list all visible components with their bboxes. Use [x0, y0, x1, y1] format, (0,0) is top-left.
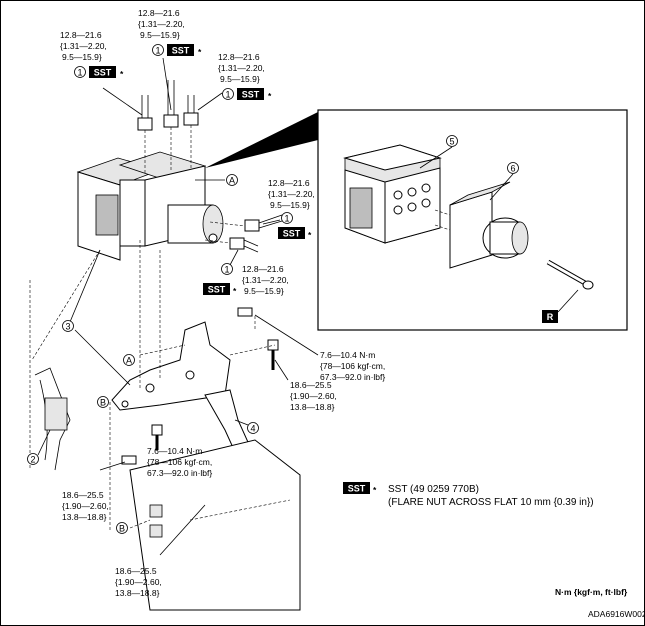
hydraulic-unit-left [343, 144, 442, 244]
torque-bolt-right: 18.6—25.5 {1.90—2.60, 13.8—18.8} [290, 380, 339, 412]
callout-5: 5 [449, 137, 454, 147]
letter-a-bottom: A [126, 356, 132, 366]
sst-tags: SST * SST * SST * SST * SST * [89, 44, 312, 296]
letter-a-top: A [229, 176, 235, 186]
callout-4: 4 [250, 424, 255, 434]
alignment-lines [29, 240, 276, 530]
callout-1-lower: 1 [224, 265, 229, 275]
legend-line-1: SST (49 0259 770B) [388, 484, 479, 495]
sst-tag-top-right: SST [242, 90, 260, 100]
callout-1-top-right: 1 [225, 90, 230, 100]
torque-top-right: 12.8—21.6 {1.31—2.20, 9.5—15.9} [218, 52, 267, 84]
letter-b-top: B [100, 398, 106, 408]
torque-specs: 12.8—21.6 {1.31—2.20, 9.5—15.9} 12.8—21.… [60, 8, 388, 598]
sst-asterisk-top-left: * [120, 69, 124, 79]
torque-top-left: 12.8—21.6 {1.31—2.20, 9.5—15.9} [60, 30, 109, 62]
sst-legend: SST * SST (49 0259 770B) (FLARE NUT ACRO… [343, 482, 594, 508]
torque-bracket-center: 7.6—10.4 N·m {78—106 kgf·cm, 67.3—92.0 i… [147, 446, 215, 478]
harness-connector [34, 367, 71, 471]
legend-sst-tag: SST [348, 484, 366, 494]
vehicle-body-panel [129, 439, 301, 611]
callouts-main: 1 1 1 1 1 3 4 2 A A B B [27, 44, 293, 534]
figure-code: ADA6916W002 [588, 609, 645, 619]
abs-hydraulic-unit [76, 151, 224, 261]
sst-asterisk-lower: * [233, 286, 237, 296]
label-r: R [547, 312, 554, 322]
torque-top-center: 12.8—21.6 {1.31—2.20, 9.5—15.9} [138, 8, 187, 40]
callout-1-top-center: 1 [155, 46, 160, 56]
torque-mid-right: 12.8—21.6 {1.31—2.20, 9.5—15.9} [268, 178, 317, 210]
sst-tag-top-center: SST [172, 46, 190, 56]
brake-pipes-right [204, 214, 283, 253]
letter-b-bottom: B [119, 524, 125, 534]
torque-bolt-bottom: 18.6—25.5 {1.90—2.60, 13.8—18.8} [115, 566, 164, 598]
torque-bolt-left: 18.6—25.5 {1.90—2.60, 13.8—18.8} [62, 490, 111, 522]
callout-3: 3 [65, 322, 70, 332]
legend-asterisk: * [373, 485, 377, 495]
detail-inset: R 5 6 [205, 109, 628, 331]
sst-asterisk-top-right: * [268, 91, 272, 101]
torque-bracket-right: 7.6—10.4 N·m {78—106 kgf·cm, 67.3—92.0 i… [320, 350, 388, 382]
pump-motor-unit [434, 181, 529, 269]
sst-tag-top-left: SST [94, 68, 112, 78]
bolt-r [546, 259, 594, 313]
sst-tag-mid-right: SST [283, 229, 301, 239]
callout-1-mid-right: 1 [284, 214, 289, 224]
units-note: N·m {kgf·m, ft·lbf} [555, 587, 628, 597]
sst-tag-lower: SST [208, 285, 226, 295]
leader-lines [37, 57, 319, 556]
callout-2: 2 [30, 455, 35, 465]
label-r-box [542, 310, 558, 323]
torque-lower-right: 12.8—21.6 {1.31—2.20, 9.5—15.9} [242, 264, 291, 296]
callout-6: 6 [510, 164, 515, 174]
legend-line-2: (FLARE NUT ACROSS FLAT 10 mm {0.39 in}) [388, 497, 594, 508]
callout-1-top-left: 1 [77, 68, 82, 78]
sst-asterisk-mid-right: * [308, 230, 312, 240]
brake-pipes-top [137, 80, 199, 175]
sst-asterisk-top-center: * [198, 47, 202, 57]
